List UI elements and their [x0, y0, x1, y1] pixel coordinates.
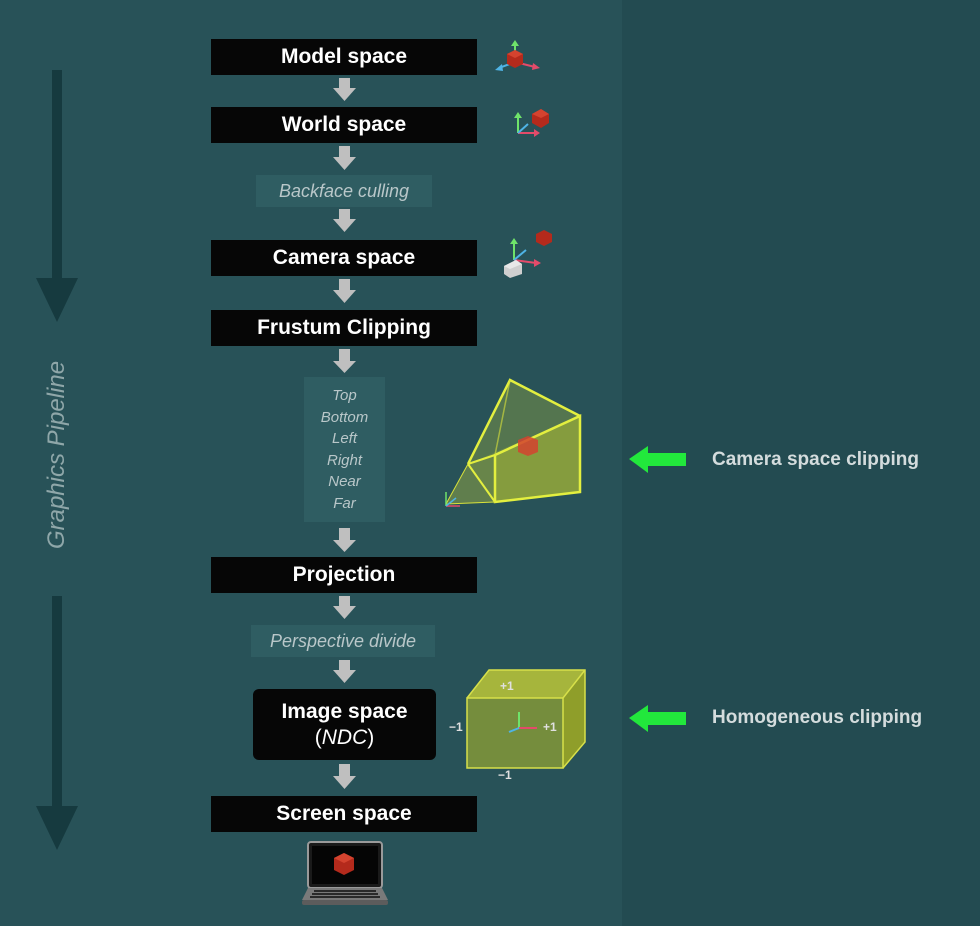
ndc-label-left: −1: [449, 720, 463, 734]
flow-arrow-3: [333, 209, 356, 232]
pipeline-arrow-top: [36, 70, 78, 322]
projection-box: Projection: [211, 557, 477, 593]
clip-planes-list: Top Bottom Left Right Near Far: [304, 377, 385, 522]
frustum-clipping-box: Frustum Clipping: [211, 310, 477, 346]
graphics-pipeline-label: Graphics Pipeline: [43, 360, 70, 550]
perspective-divide-note: Perspective divide: [251, 625, 435, 657]
ndc-cube-icon: [466, 669, 586, 769]
clip-plane-bottom: Bottom: [320, 408, 369, 426]
homogeneous-clipping-label: Homogeneous clipping: [712, 707, 923, 728]
world-space-gizmo-icon: [514, 109, 549, 137]
flow-arrows: [333, 78, 356, 789]
clip-plane-right: Right: [326, 451, 363, 469]
model-space-box: Model space: [211, 39, 477, 75]
flow-arrow-6: [333, 528, 356, 552]
flow-arrow-9: [333, 764, 356, 789]
backface-culling-note: Backface culling: [256, 175, 432, 207]
camera-space-gizmo-icon: [504, 230, 552, 278]
image-space-title: Image space: [281, 699, 408, 723]
ndc-subtitle: (NDC): [314, 725, 375, 749]
image-space-box: Image space (NDC): [253, 689, 436, 760]
clip-plane-far: Far: [333, 494, 356, 512]
flow-arrow-8: [333, 660, 356, 683]
flow-arrow-5: [333, 349, 356, 373]
flow-arrow-4: [333, 279, 356, 303]
highlight-arrow-homogeneous: [629, 705, 686, 732]
camera-space-box: Camera space: [211, 240, 477, 276]
screen-space-box: Screen space: [211, 796, 477, 832]
ndc-label-bottom: −1: [498, 768, 512, 782]
world-space-box: World space: [211, 107, 477, 143]
clip-plane-top: Top: [332, 387, 357, 404]
clip-plane-near: Near: [328, 473, 361, 490]
clip-plane-left: Left: [331, 430, 358, 447]
view-frustum-icon: [445, 378, 582, 507]
ndc-label-right: +1: [543, 720, 557, 734]
model-space-gizmo-icon: [495, 40, 540, 71]
flow-arrow-7: [333, 596, 356, 619]
highlight-arrow-camera: [629, 446, 686, 473]
camera-space-clipping-label: Camera space clipping: [712, 449, 919, 470]
flow-arrow-1: [333, 78, 356, 101]
flow-arrow-2: [333, 146, 356, 170]
laptop-icon: [302, 841, 388, 905]
ndc-label-top: +1: [500, 679, 514, 693]
pipeline-arrow-bottom: [36, 596, 78, 850]
